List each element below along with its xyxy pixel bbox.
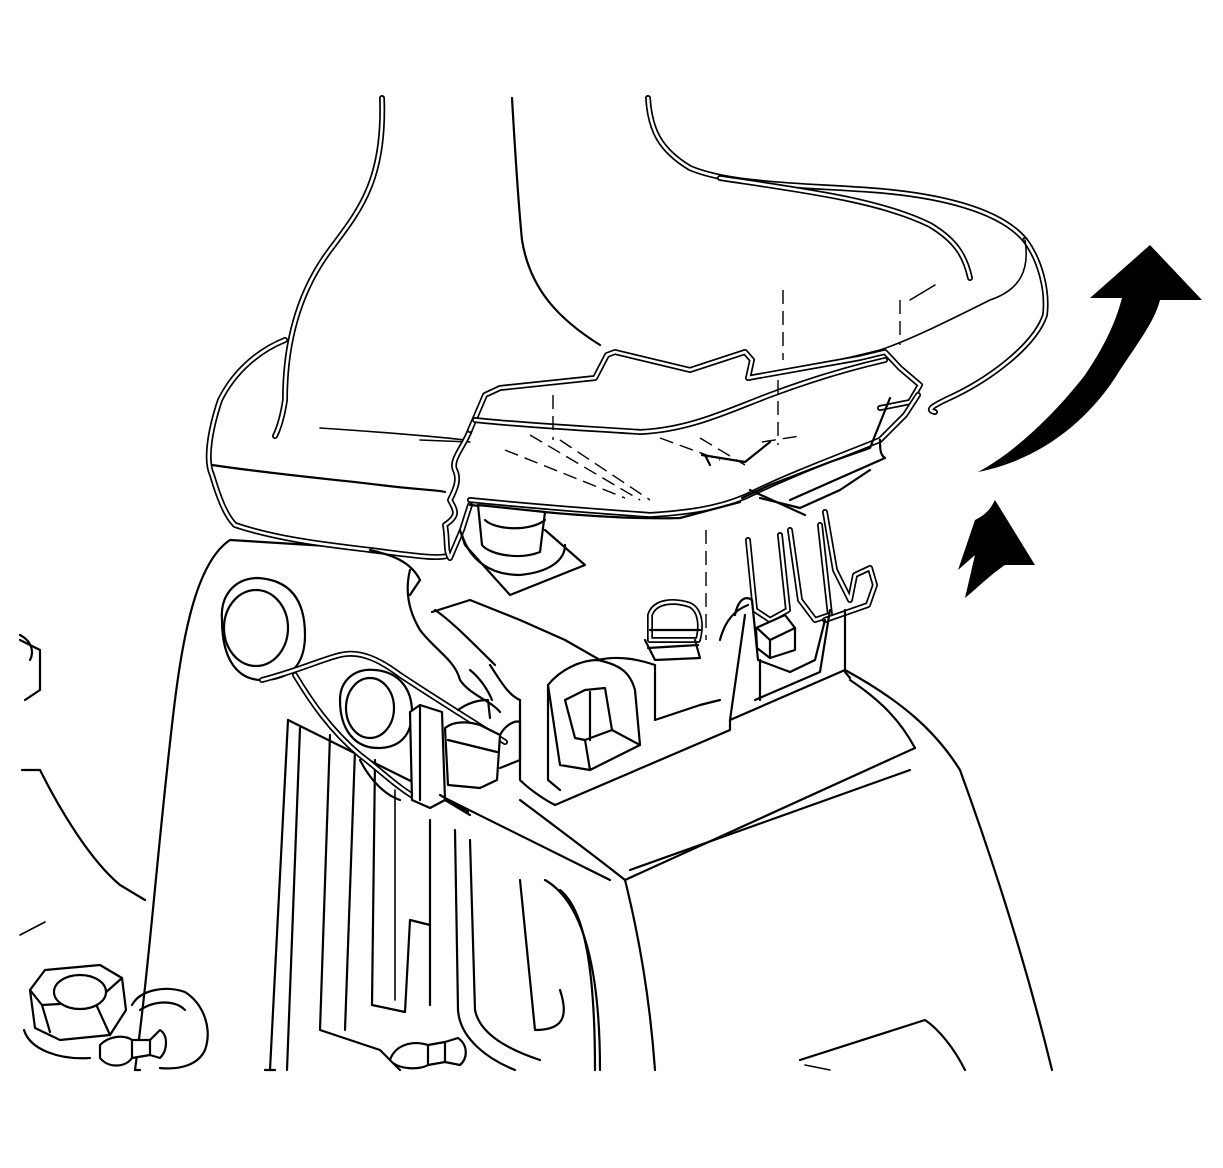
rotation-arrow-small — [958, 500, 1035, 598]
mounting-slot — [643, 599, 703, 662]
bezel-clips — [728, 509, 878, 722]
rotation-arrow-large — [978, 245, 1202, 472]
shifter-bezel-plate — [442, 290, 923, 640]
pivot-assembly — [220, 576, 522, 817]
fasteners — [22, 963, 467, 1070]
shift-lever-post — [458, 503, 587, 597]
console-top-surface — [368, 548, 852, 807]
console-pocket — [546, 658, 642, 792]
shift-boot-upper — [272, 95, 1049, 439]
rotation-arrows — [958, 245, 1202, 598]
trim-bezel-left — [205, 337, 471, 561]
console-housing — [18, 538, 1054, 1072]
